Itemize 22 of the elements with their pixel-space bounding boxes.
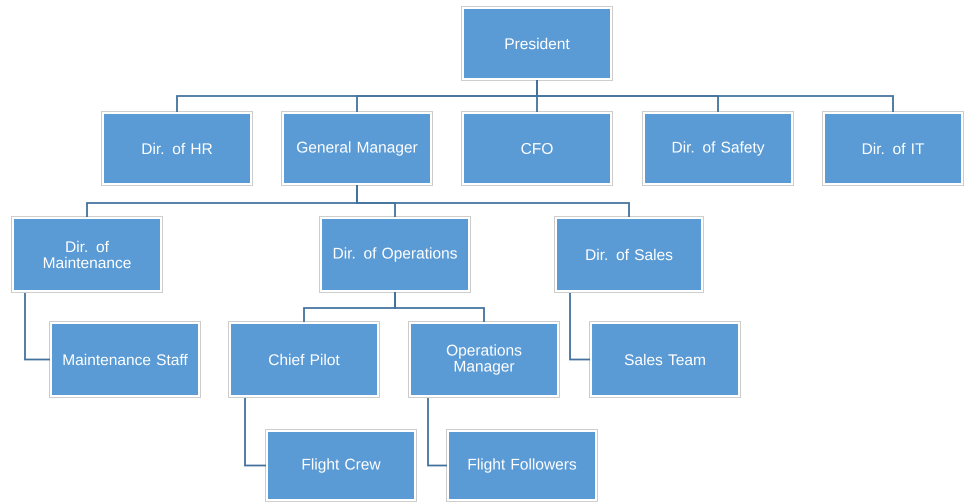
org-box: Flight Crew xyxy=(265,429,417,502)
org-box: President xyxy=(461,6,613,81)
org-box: Chief Pilot xyxy=(228,321,380,398)
org-box: General Manager xyxy=(281,111,433,186)
org-box: Dir. of HR xyxy=(101,111,253,186)
org-box: Dir. of Maintenance xyxy=(11,216,163,293)
connector-line xyxy=(569,293,590,360)
org-box: Dir. of Sales xyxy=(554,216,704,293)
org-box: Flight Followers xyxy=(446,429,598,502)
connector-line xyxy=(394,292,485,322)
org-box: Dir. of IT xyxy=(822,111,964,186)
org-box: Dir. of Safety xyxy=(642,111,794,186)
connector-line xyxy=(427,398,447,466)
org-box: Dir. of Operations xyxy=(319,216,471,293)
connector-line xyxy=(244,398,266,466)
org-box: Maintenance Staff xyxy=(49,321,201,398)
connector-line xyxy=(536,80,894,112)
connector-line xyxy=(356,185,630,217)
connector-line xyxy=(24,293,50,360)
org-box: Operations Manager xyxy=(408,321,560,398)
org-box: Sales Team xyxy=(589,321,741,398)
org-box: CFO xyxy=(461,111,613,186)
